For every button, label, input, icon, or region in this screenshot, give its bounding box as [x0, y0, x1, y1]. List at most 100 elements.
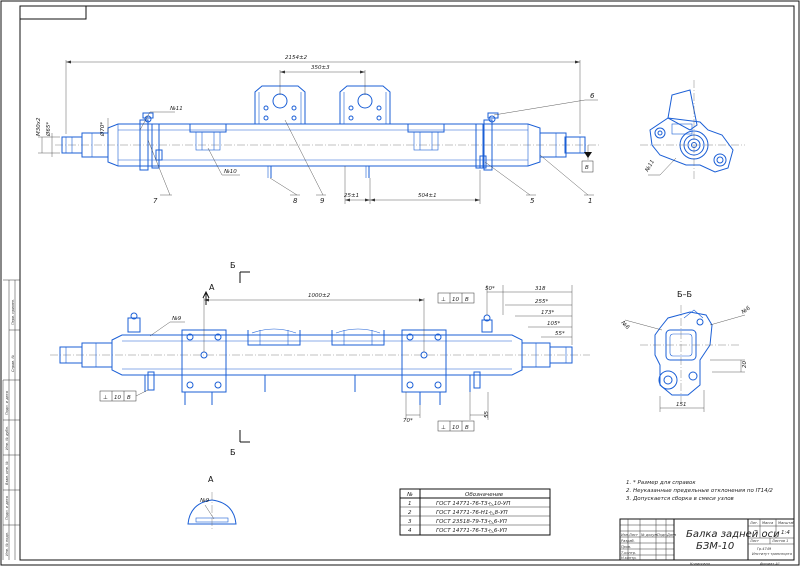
margin-label-7: Инв. № подл.: [5, 532, 9, 556]
dim-173: 173*: [541, 310, 554, 316]
table-row-1-desig: ГОСТ 14771-76-Т3-◺10-УП: [436, 501, 510, 507]
tb-role-ncontr: Н.контр.: [621, 556, 637, 560]
side-view: №11: [640, 80, 745, 180]
view-arrow-a: А: [209, 283, 215, 292]
svg-text:10: 10: [452, 297, 459, 303]
tb-row-date: Дата: [666, 533, 676, 537]
note-3: 3. Допускается сборка в смеси узлов: [626, 496, 734, 502]
tb-role-dev: Разраб.: [621, 539, 635, 543]
tb-scale-value: 1:4: [781, 530, 790, 536]
tb-row-list: Лист: [628, 533, 639, 537]
bottom-axle-view: [50, 312, 590, 405]
dim-318: 318: [535, 286, 546, 292]
table-row-2-num: 2: [408, 510, 412, 516]
tb-sheets: Листов 1: [771, 539, 788, 543]
tb-row-doc: № докум.: [640, 533, 658, 537]
dim-70: 70*: [403, 418, 413, 424]
table-header-desig: Обозначение: [465, 492, 504, 498]
tb-scale-header: Масштаб: [778, 521, 795, 525]
table-header-num: №: [406, 492, 413, 498]
dim-55: 55: [484, 411, 490, 418]
margin-label-6: Подп. и дата: [5, 496, 9, 520]
dim-151: 151: [676, 402, 687, 408]
svg-text:В: В: [465, 297, 469, 303]
tb-org-1: Гр.4749: [757, 547, 772, 551]
table-row-2-desig: ГОСТ 14771-76-Н1-◺8-УП: [436, 510, 508, 516]
margin-label-4: Инв. № дубл.: [5, 426, 9, 450]
margin-label-3: Подп. и дата: [5, 391, 9, 415]
svg-text:В: В: [465, 425, 469, 431]
tb-row-izm: Изм.: [621, 533, 629, 537]
tb-mass: Масса: [762, 521, 773, 525]
margin-label-2: Справ. №: [11, 355, 15, 372]
callout-7: 7: [153, 197, 158, 205]
drawing-title-1: Балка задней оси: [686, 529, 780, 540]
tb-row-sign: Подп.: [657, 533, 668, 537]
note-2: 2. Неуказанные предельные отклонения по …: [626, 488, 773, 494]
dim-total: 2154±2: [285, 55, 308, 61]
cut-label-bottom: Б: [230, 448, 236, 457]
dim-25: 25±1: [344, 193, 359, 199]
dim-1000: 1000±2: [308, 293, 331, 299]
tol-frame-bottom: ⊥ 10 В: [437, 420, 475, 432]
weld-callout-9: №9: [171, 316, 182, 322]
table-row-3-num: 3: [408, 519, 412, 525]
svg-text:⊥: ⊥: [441, 425, 446, 431]
side-weld: №11: [644, 159, 656, 174]
dim-center: 350±3: [311, 65, 330, 71]
weld-callout-11: №11: [169, 106, 183, 112]
dim-d70: Ø70*: [99, 122, 106, 137]
part-callouts: 7 8 9 5 1 6: [147, 92, 598, 205]
tb-copied: Копировал: [690, 562, 711, 566]
table-row-4-desig: ГОСТ 14771-76-Т3-◺6-УП: [436, 528, 507, 534]
tb-org-2: Институт транспорта: [752, 552, 792, 556]
top-axle-view: [55, 85, 600, 178]
weld-right: №6: [740, 305, 752, 316]
section-title: Б–Б: [677, 290, 692, 299]
table-row-4-num: 4: [408, 528, 412, 534]
tb-letter: Лит.: [749, 521, 758, 525]
dim-105: 105*: [547, 321, 560, 327]
dim-m30: М30х2: [36, 117, 42, 136]
weld-callout-10: №10: [223, 169, 237, 175]
detail-a-title: А: [208, 475, 214, 484]
callout-6: 6: [590, 92, 595, 100]
bottom-dimensions: 1000±2 50* 318 255* 173* 105* 55* 70* 55…: [99, 285, 573, 432]
tb-role-check: Пров.: [621, 545, 631, 549]
datum-label: В: [585, 165, 589, 171]
stamp-box: [19, 5, 87, 20]
technical-notes: 1. * Размер для справок 2. Неуказанные п…: [626, 480, 773, 502]
top-dimensions: 2154±2 350±3 М30х2 Ø65* Ø70* 25±1 504±1 …: [36, 55, 594, 204]
callout-9: 9: [320, 197, 325, 205]
tb-role-tcontr: Т.контр.: [621, 551, 636, 555]
left-margin: Перв. примен. Справ. № Подп. и дата Инв.…: [2, 279, 20, 560]
tol-frame-left: ⊥ 10 В: [99, 389, 149, 402]
section-markers: Б Б А: [202, 261, 250, 457]
margin-label-5: Взам. инв. №: [5, 461, 9, 485]
table-row-1-num: 1: [408, 501, 412, 507]
dim-20: 20: [742, 361, 748, 368]
weld-left: №6: [619, 319, 631, 331]
dim-50: 50*: [485, 286, 495, 292]
callout-1: 1: [588, 197, 592, 205]
title-block: Изм. Лист № докум. Подп. Дата Разраб. Пр…: [619, 518, 795, 566]
inner-frame: [19, 5, 795, 561]
callout-5: 5: [530, 197, 535, 205]
svg-text:10: 10: [114, 395, 121, 401]
dim-55a: 55*: [555, 331, 565, 337]
detail-a-weld: №9: [199, 498, 210, 504]
drawing-title-2: БЗМ-10: [696, 541, 734, 552]
svg-text:⊥: ⊥: [441, 297, 446, 303]
tb-format: Формат А1: [760, 562, 780, 566]
cut-label-top: Б: [230, 261, 236, 270]
svg-text:10: 10: [452, 425, 459, 431]
dim-504: 504±1: [418, 193, 437, 199]
parts-table: № Обозначение 1 ГОСТ 14771-76-Т3-◺10-УП …: [399, 488, 551, 536]
detail-a: А №9: [187, 475, 237, 530]
tol-frame-top: ⊥ 10 В: [437, 292, 475, 304]
table-row-3-desig: ГОСТ 23518-79-Т3-◺6-УП: [436, 519, 507, 525]
section-bb: Б–Б 151 20 №6 №6: [619, 290, 752, 412]
